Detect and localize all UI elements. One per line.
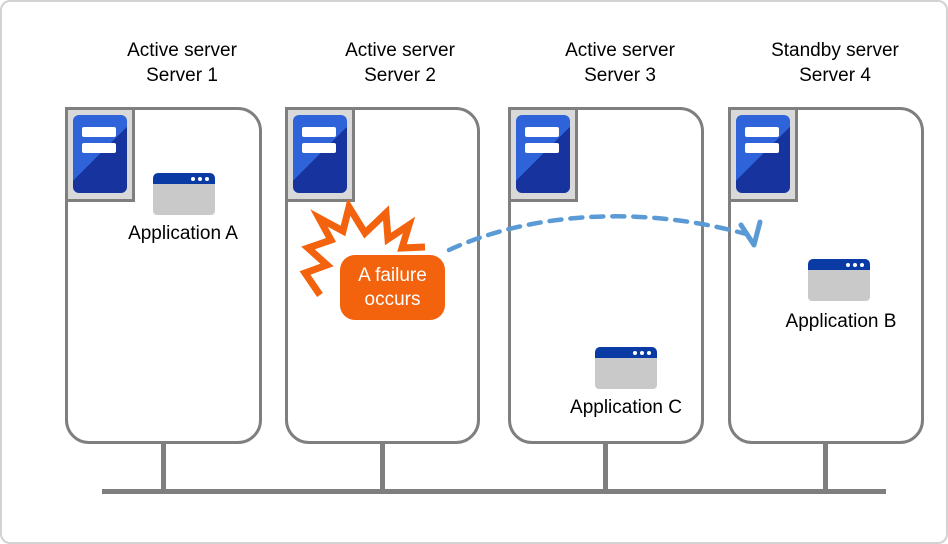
tower-slot-bar (525, 143, 559, 153)
app-window-body (153, 184, 215, 215)
application-b-label: Application B (785, 311, 897, 332)
failure-callout-line1: A failure (358, 264, 427, 286)
server-3-title: Active server Server 3 (565, 38, 675, 88)
server-tower-icon (516, 115, 570, 193)
dot-icon (647, 351, 651, 355)
server-4-name: Server 4 (799, 65, 871, 86)
application-a-label: Application A (128, 223, 238, 244)
server-4-role: Standby server (771, 40, 899, 61)
dot-icon (633, 351, 637, 355)
server-4-icon-frame (728, 107, 798, 202)
server-3-box (508, 107, 704, 444)
app-window-dots (633, 351, 651, 355)
tower-slot-bar (82, 127, 116, 137)
dot-icon (198, 177, 202, 181)
tower-slot-bar (302, 143, 336, 153)
server-1-role: Active server (127, 40, 237, 61)
server-1-box (65, 107, 262, 444)
server-tower-icon (736, 115, 790, 193)
dot-icon (846, 263, 850, 267)
server-3-name: Server 3 (584, 65, 656, 86)
server-2-title: Active server Server 2 (345, 38, 455, 88)
network-connector-server-1 (161, 442, 166, 492)
tower-slot-bar (525, 127, 559, 137)
server-tower-icon (293, 115, 347, 193)
app-window-icon (595, 347, 657, 389)
server-tower-icon (73, 115, 127, 193)
dot-icon (853, 263, 857, 267)
tower-slot-bar (82, 143, 116, 153)
server-1-title: Active server Server 1 (127, 38, 237, 88)
app-window-icon (808, 259, 870, 301)
tower-slot-bar (745, 127, 779, 137)
network-connector-server-3 (603, 442, 608, 492)
application-c-label: Application C (570, 397, 682, 418)
app-window-titlebar (153, 173, 215, 184)
app-window-dots (191, 177, 209, 181)
app-window-dots (846, 263, 864, 267)
network-connector-server-4 (823, 442, 828, 492)
server-2-role: Active server (345, 40, 455, 61)
server-2-icon-frame (285, 107, 355, 202)
network-connector-server-2 (380, 442, 385, 492)
network-bus-line (102, 489, 886, 494)
app-window-body (808, 270, 870, 301)
server-1-name: Server 1 (146, 65, 218, 86)
dot-icon (191, 177, 195, 181)
tower-slot-bar (302, 127, 336, 137)
server-2-name: Server 2 (364, 65, 436, 86)
failure-callout-line2: occurs (364, 288, 421, 310)
server-3-icon-frame (508, 107, 578, 202)
dot-icon (640, 351, 644, 355)
app-window-titlebar (595, 347, 657, 358)
server-4-title: Standby server Server 4 (771, 38, 899, 88)
app-window-icon (153, 173, 215, 215)
failure-callout: A failure occurs (340, 255, 445, 320)
dot-icon (205, 177, 209, 181)
server-1-icon-frame (65, 107, 135, 202)
server-3-role: Active server (565, 40, 675, 61)
tower-slot-bar (745, 143, 779, 153)
app-window-body (595, 358, 657, 389)
app-window-titlebar (808, 259, 870, 270)
dot-icon (860, 263, 864, 267)
